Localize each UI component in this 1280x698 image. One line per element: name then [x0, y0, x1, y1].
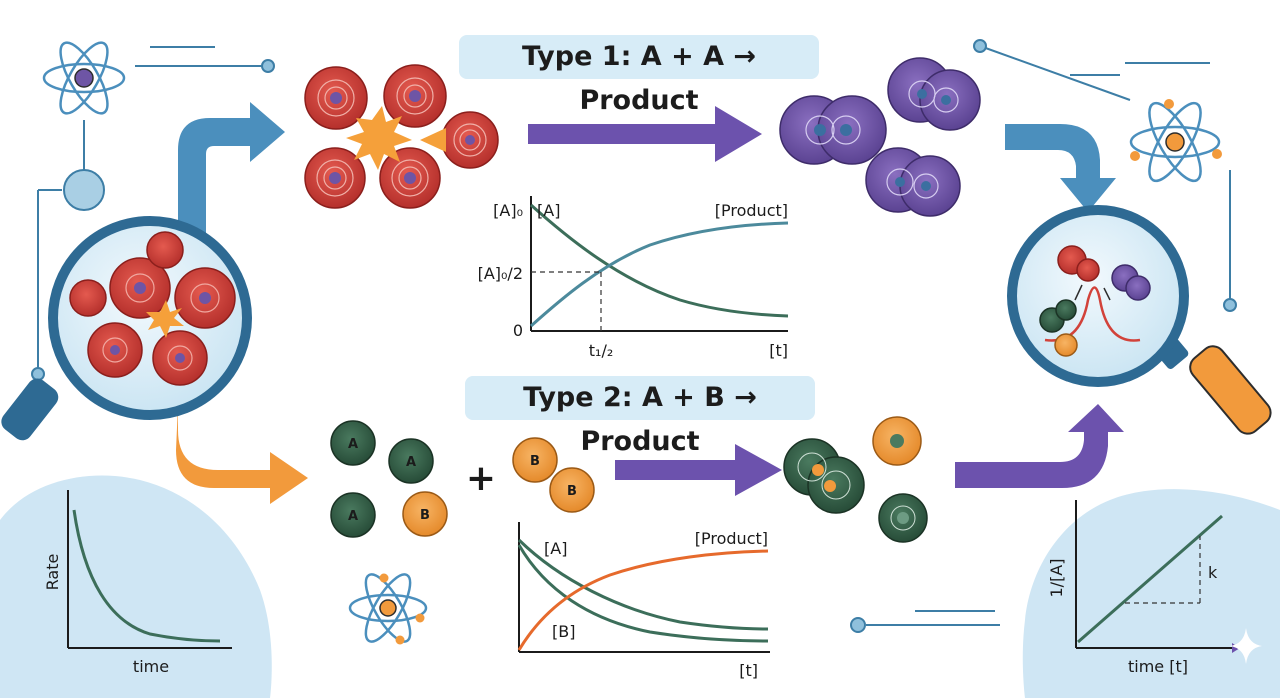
atom-icon: [42, 41, 126, 115]
blue-curved-arrow-right: [1005, 124, 1116, 212]
rate-graph: Rate time: [43, 490, 232, 676]
graph1-a-label: [A]: [537, 201, 560, 220]
purple-curved-arrow-up: [955, 404, 1124, 488]
magnifier-left: [1, 216, 252, 441]
molecule-a-label: A: [406, 455, 416, 470]
slope-k-label: k: [1208, 563, 1218, 582]
blob-bottom-right: [1022, 489, 1280, 698]
graph1-product-curve: [529, 221, 789, 328]
graph-type1: [A]₀ [A] [A]₀/2 0 [Product] t₁/₂ [t]: [478, 196, 789, 360]
purple-reaction-arrow-bottom: [615, 444, 782, 496]
atom-icon: [1129, 99, 1222, 183]
reactant-a-molecules: A A A: [330, 420, 434, 538]
graph1-y-top-label: [A]₀: [493, 201, 523, 220]
decorative-nodes: [31, 39, 1237, 633]
inverse-line: [1077, 514, 1223, 644]
orange-split-arrow-down: [176, 405, 308, 504]
purple-product-molecules: [779, 57, 981, 217]
sparkle-icon: [1230, 628, 1262, 664]
graph1-product-label: [Product]: [715, 201, 788, 220]
rate-graph-y-label: Rate: [43, 554, 62, 591]
molecule-b-label: B: [567, 484, 577, 499]
inverse-graph-y-label: 1/[A]: [1047, 559, 1066, 598]
graph-type2: [A] [B] [Product] [t]: [517, 522, 770, 680]
graph2-a-curve: [517, 538, 769, 631]
atom-icon: [348, 573, 428, 645]
decorative-lines: [37, 45, 1231, 626]
blue-split-arrow-up: [178, 102, 285, 255]
graph1-reactant-curve: [529, 203, 789, 318]
inverse-concentration-graph: k 1/[A] time [t]: [1047, 500, 1240, 676]
inverse-graph-x-label: time [t]: [1128, 657, 1188, 676]
graph1-x-end-label: [t]: [769, 341, 788, 360]
ab-product-molecules: [783, 416, 928, 543]
molecule-a-label: A: [348, 509, 358, 524]
reactant-b-molecules: B B B: [402, 437, 595, 537]
type1-title: Type 1: A + A → Product: [459, 35, 819, 116]
collision-burst: [346, 106, 412, 170]
graph2-x-end-label: [t]: [739, 661, 758, 680]
purple-reaction-arrow-top: [528, 106, 762, 162]
red-molecule-cluster: [304, 64, 499, 209]
rate-graph-x-label: time: [133, 657, 169, 676]
type2-title: Type 2: A + B → Product: [465, 376, 815, 457]
rate-curve: [72, 509, 221, 643]
graph2-b-label: [B]: [552, 622, 575, 641]
molecule-b-label: B: [420, 508, 430, 523]
graph1-zero-label: 0: [513, 321, 523, 340]
plus-sign: +: [466, 458, 496, 499]
magnifier-right: [1007, 205, 1272, 435]
graph1-half-life-label: t₁/₂: [589, 341, 614, 360]
graph2-product-label: [Product]: [695, 529, 768, 548]
graph2-a-label: [A]: [544, 539, 567, 558]
graph2-b-curve: [517, 544, 769, 643]
graph2-product-curve: [517, 549, 769, 651]
molecule-b-label: B: [530, 454, 540, 469]
graph1-y-half-label: [A]₀/2: [478, 264, 523, 283]
molecule-a-label: A: [348, 437, 358, 452]
